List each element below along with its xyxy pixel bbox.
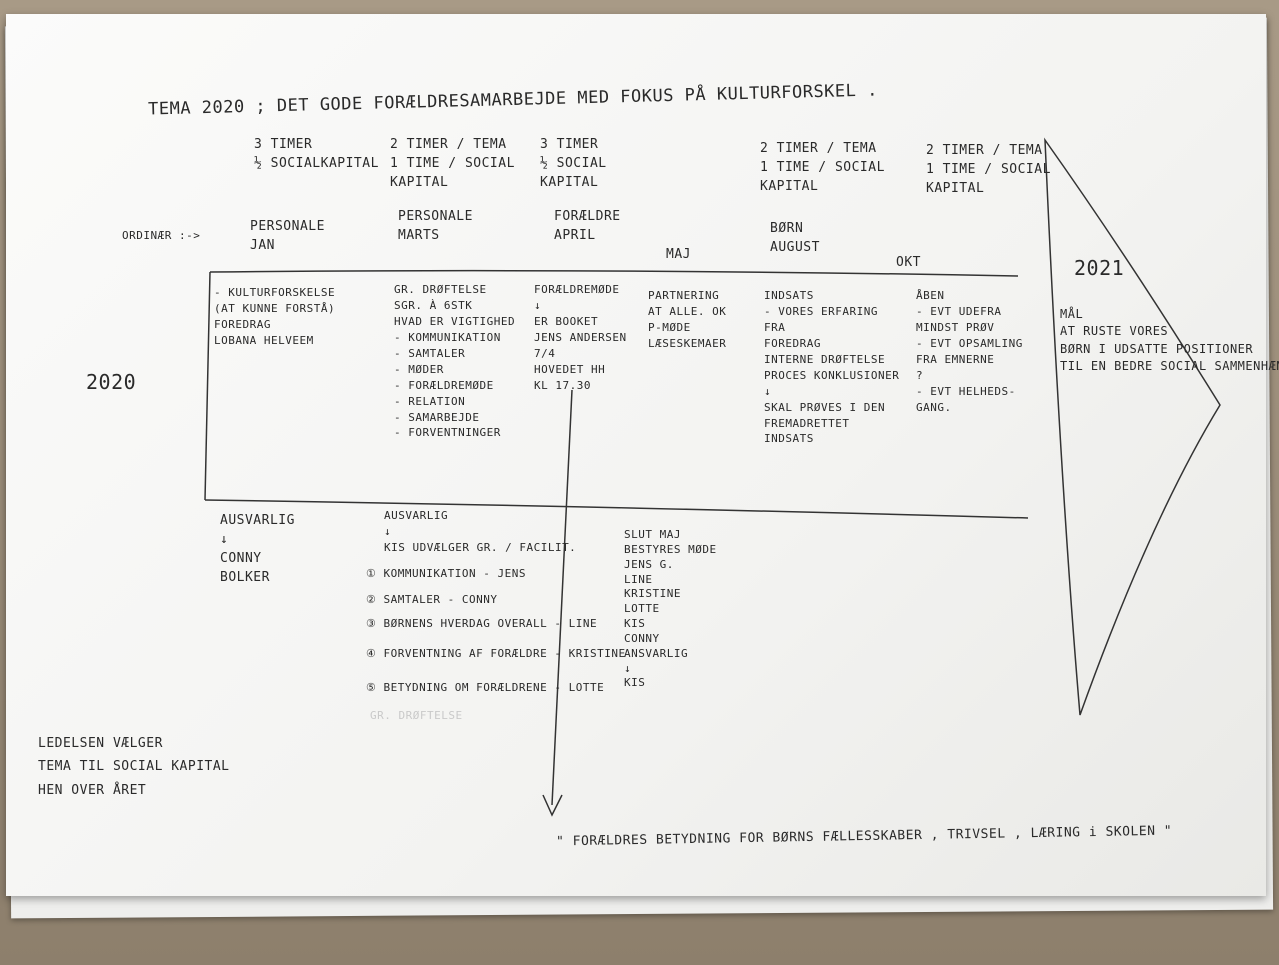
group-item-3: ③ BØRNENS HVERDAG OVERALL - LINE: [366, 617, 598, 630]
col5-who: BØRN AUGUST: [770, 221, 820, 255]
col3-who: FORÆLDRE APRIL: [554, 209, 621, 243]
faint-note: GR. DRØFTELSE: [370, 709, 463, 722]
col5-top: 2 TIMER / TEMA 1 TIME / SOCIAL KAPITAL: [760, 141, 885, 194]
year-left: 2020: [86, 370, 137, 394]
group-item-5: ⑤ BETYDNING OM FORÆLDRENE - LOTTE: [366, 681, 605, 694]
col3-top: 3 TIMER ½ SOCIAL KAPITAL: [540, 137, 607, 190]
group-item-2: ② SAMTALER - CONNY: [366, 593, 498, 606]
col6-body: ÅBEN - EVT UDEFRA MINDST PRØV - EVT OPSA…: [916, 289, 1023, 414]
col2-below: AUSVARLIG ↓ KIS UDVÆLGER GR. / FACILIT.: [384, 509, 577, 554]
col1-body: - KULTURFORSKELSE (AT KUNNE FORSTÅ) FORE…: [214, 286, 336, 347]
col4-who: MAJ: [666, 247, 691, 262]
side-label: ORDINÆR :->: [122, 229, 201, 242]
col1-who: PERSONALE JAN: [250, 219, 325, 253]
group-item-1: ① KOMMUNIKATION - JENS: [366, 567, 526, 580]
timeline-top-line: [209, 269, 1019, 277]
goal-arrow-shape: [1044, 137, 1221, 716]
col6-who: OKT: [896, 255, 921, 270]
col2-body: GR. DRØFTELSE SGR. À 6STK HVAD ER VIGTIG…: [394, 283, 516, 440]
leadership-note: LEDELSEN VÆLGER TEMA TIL SOCIAL KAPITAL …: [38, 736, 230, 798]
col1-top: 3 TIMER ½ SOCIALKAPITAL: [254, 137, 379, 171]
long-down-arrow: [551, 389, 573, 806]
col5-body: INDSATS - VORES ERFARING FRA FOREDRAG IN…: [764, 289, 900, 446]
col2-top: 2 TIMER / TEMA 1 TIME / SOCIAL KAPITAL: [390, 137, 515, 190]
col1-below: AUSVARLIG ↓ CONNY BOLKER: [220, 513, 295, 585]
group-item-4: ④ FORVENTNING AF FORÆLDRE - KRISTINE: [366, 647, 626, 660]
timeline-bottom-line: [204, 499, 1029, 519]
year-right: 2021: [1074, 256, 1125, 280]
col3-body: FORÆLDREMØDE ↓ ER BOOKET JENS ANDERSEN 7…: [534, 283, 627, 392]
col4-below: SLUT MAJ BESTYRES MØDE JENS G. LINE KRIS…: [624, 528, 717, 690]
timeline-left-line: [204, 271, 211, 501]
col4-body: PARTNERING AT ALLE. OK P-MØDE LÆSESKEMAE…: [648, 289, 727, 350]
goal-text: MÅL AT RUSTE VORES BØRN I UDSATTE POSITI…: [1060, 307, 1279, 374]
col6-top: 2 TIMER / TEMA 1 TIME / SOCIAL KAPITAL: [926, 143, 1051, 196]
paper-sheet: [6, 14, 1266, 896]
col2-who: PERSONALE MARTS: [398, 209, 473, 243]
